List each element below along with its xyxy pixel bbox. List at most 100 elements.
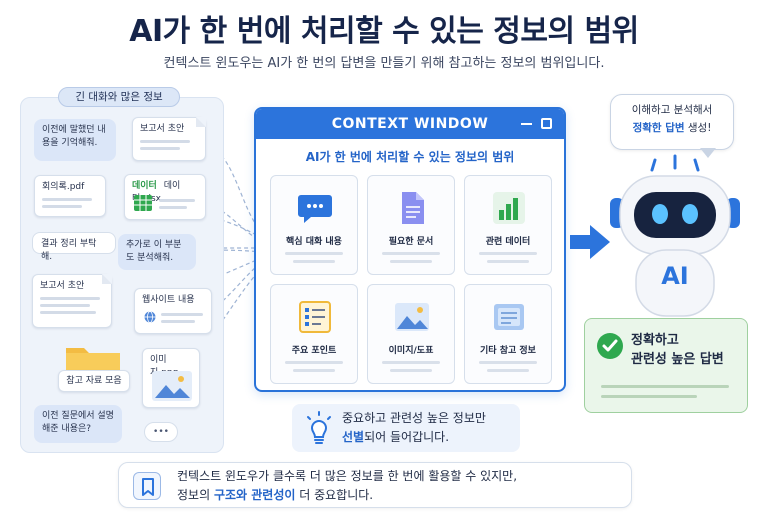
robot-speech-bubble: 이해하고 분석해서 정확한 답변 생성! — [610, 94, 734, 150]
bookmark-icon — [133, 472, 161, 500]
reference-folder-label: 참고 자료 모음 — [58, 370, 130, 392]
speech-line-1: 이해하고 분석해서 — [631, 104, 713, 116]
tile-label: 관련 데이터 — [485, 237, 531, 247]
more-text: ••• — [153, 427, 169, 437]
minimize-icon — [521, 123, 532, 125]
chat-bubble-summarize: 결과 정리 부탁해. — [32, 232, 116, 262]
tile-other-reference: 기타 참고 정보 — [464, 284, 552, 384]
note-highlight: 선별 — [342, 430, 365, 444]
robot-ai-badge: AI — [661, 262, 689, 290]
text-line — [479, 252, 537, 255]
text-line — [487, 369, 529, 372]
website-content-title: 웹사이트 내용 — [142, 295, 195, 305]
data-badge: 데이터 — [132, 181, 157, 191]
text-line — [382, 252, 440, 255]
website-content-card: 웹사이트 내용 — [134, 288, 212, 334]
report-draft-title: 보고서 초안 — [40, 281, 85, 291]
minutes-pdf-title: 회의록.pdf — [42, 182, 85, 192]
spreadsheet-icon — [134, 195, 152, 211]
text-line — [601, 395, 697, 398]
text-line — [390, 260, 432, 263]
answer-text: 정확하고 관련성 높은 답변 — [631, 331, 724, 369]
arrow-right-icon — [570, 225, 610, 259]
page-title: AI가 한 번에 처리할 수 있는 정보의 범위 — [129, 14, 639, 49]
text-line — [293, 369, 335, 372]
text-line — [285, 361, 343, 364]
speech-highlight: 정확한 답변 — [632, 122, 685, 134]
note-line-1: 중요하고 관련성 높은 정보만 — [342, 411, 486, 425]
image-icon — [395, 303, 429, 331]
ai-robot: AI — [600, 150, 750, 320]
chat-bubble-explain: 추가로 이 부분도 분석해줘. — [118, 234, 196, 270]
chat-bubble-previous: 이전 질문에서 설명해준 내용은? — [34, 405, 122, 443]
text-line — [40, 311, 96, 314]
chat-bubble-text: 이전에 말했던 내용을 기억해줘. — [42, 125, 106, 148]
answer-line-1: 정확하고 — [631, 333, 679, 348]
image-file-card: 이미지.png — [142, 348, 200, 408]
chat-bubble-text: 이전 질문에서 설명해준 내용은? — [42, 411, 114, 434]
tile-label: 이미지/도표 — [388, 346, 434, 356]
source-info-label: 긴 대화와 많은 정보 — [58, 87, 180, 107]
text-line — [161, 313, 203, 316]
text-line — [293, 260, 335, 263]
chat-bubble-icon — [298, 195, 332, 223]
dogear-icon — [196, 117, 206, 127]
bottom-banner: 컨텍스트 윈도우가 클수록 더 많은 정보를 한 번에 활용할 수 있지만, 정… — [118, 462, 632, 508]
note-rest: 되어 들어갑니다. — [364, 430, 450, 444]
report-draft-card-1: 보고서 초안 — [132, 117, 206, 161]
text-line — [159, 199, 195, 202]
text-line — [382, 361, 440, 364]
context-window-grid: 핵심 대화 내용 필요한 문서 관련 데이터 — [270, 175, 552, 384]
chat-bubble-earlier: 이전에 말했던 내용을 기억해줘. — [34, 119, 116, 161]
note-line-2: 선별되어 들어갑니다. — [342, 428, 486, 447]
minutes-pdf-card: 회의록.pdf — [34, 175, 106, 217]
tile-core-conversation: 핵심 대화 내용 — [270, 175, 358, 275]
globe-icon — [144, 311, 156, 323]
tile-related-data: 관련 데이터 — [464, 175, 552, 275]
selection-note: 중요하고 관련성 높은 정보만 선별되어 들어갑니다. — [292, 404, 520, 452]
text-line — [140, 140, 190, 143]
banner-line-1: 컨텍스트 윈도우가 클수록 더 많은 정보를 한 번에 활용할 수 있지만, — [177, 469, 518, 483]
text-line — [601, 385, 729, 388]
text-line — [390, 369, 432, 372]
chat-bubble-text: 결과 정리 부탁해. — [41, 239, 97, 262]
context-window-title: CONTEXT WINDOW — [331, 116, 489, 132]
maximize-icon — [541, 118, 552, 129]
dogear-icon — [102, 274, 112, 284]
note-text: 중요하고 관련성 높은 정보만 선별되어 들어갑니다. — [342, 409, 486, 447]
tile-label: 필요한 문서 — [388, 237, 434, 247]
banner-highlight: 구조와 관련성이 — [213, 488, 296, 502]
text-line — [40, 304, 90, 307]
more-items-indicator: ••• — [144, 422, 178, 442]
text-line — [479, 361, 537, 364]
bar-chart-icon — [493, 192, 525, 224]
note-icon — [494, 304, 524, 330]
data-file-card: 데이터 데이터.xlsx — [124, 174, 206, 220]
text-line — [285, 252, 343, 255]
document-icon — [402, 192, 424, 224]
banner-text: 컨텍스트 윈도우가 클수록 더 많은 정보를 한 번에 활용할 수 있지만, 정… — [177, 467, 517, 505]
tile-label: 주요 포인트 — [291, 346, 337, 356]
text-line — [487, 260, 529, 263]
speech-line-2: 정확한 답변 생성! — [611, 119, 733, 137]
tile-required-documents: 필요한 문서 — [367, 175, 455, 275]
robot-icon — [610, 154, 740, 317]
speech-rest: 생성! — [684, 122, 712, 134]
text-line — [40, 297, 100, 300]
page-subtitle: 컨텍스트 윈도우는 AI가 한 번의 답변을 만들기 위해 참고하는 정보의 범… — [163, 56, 605, 71]
tile-key-points: 주요 포인트 — [270, 284, 358, 384]
text-line — [42, 198, 92, 201]
chat-bubble-text: 추가로 이 부분도 분석해줘. — [126, 240, 182, 263]
context-window-subtitle: AI가 한 번에 처리할 수 있는 정보의 범위 — [305, 150, 515, 164]
speech-tail — [700, 148, 716, 158]
banner-line-2-pre: 정보의 — [177, 488, 214, 502]
lightbulb-icon — [307, 411, 331, 444]
banner-line-2-post: 더 중요합니다. — [295, 488, 374, 502]
context-window: CONTEXT WINDOW AI가 한 번에 처리할 수 있는 정보의 범위 … — [254, 107, 566, 392]
text-line — [140, 147, 180, 150]
report-draft-title: 보고서 초안 — [140, 124, 185, 134]
tile-label: 기타 참고 정보 — [480, 346, 536, 356]
context-window-header: CONTEXT WINDOW — [256, 109, 564, 139]
answer-card: 정확하고 관련성 높은 답변 — [584, 318, 748, 413]
checklist-icon — [299, 301, 331, 333]
